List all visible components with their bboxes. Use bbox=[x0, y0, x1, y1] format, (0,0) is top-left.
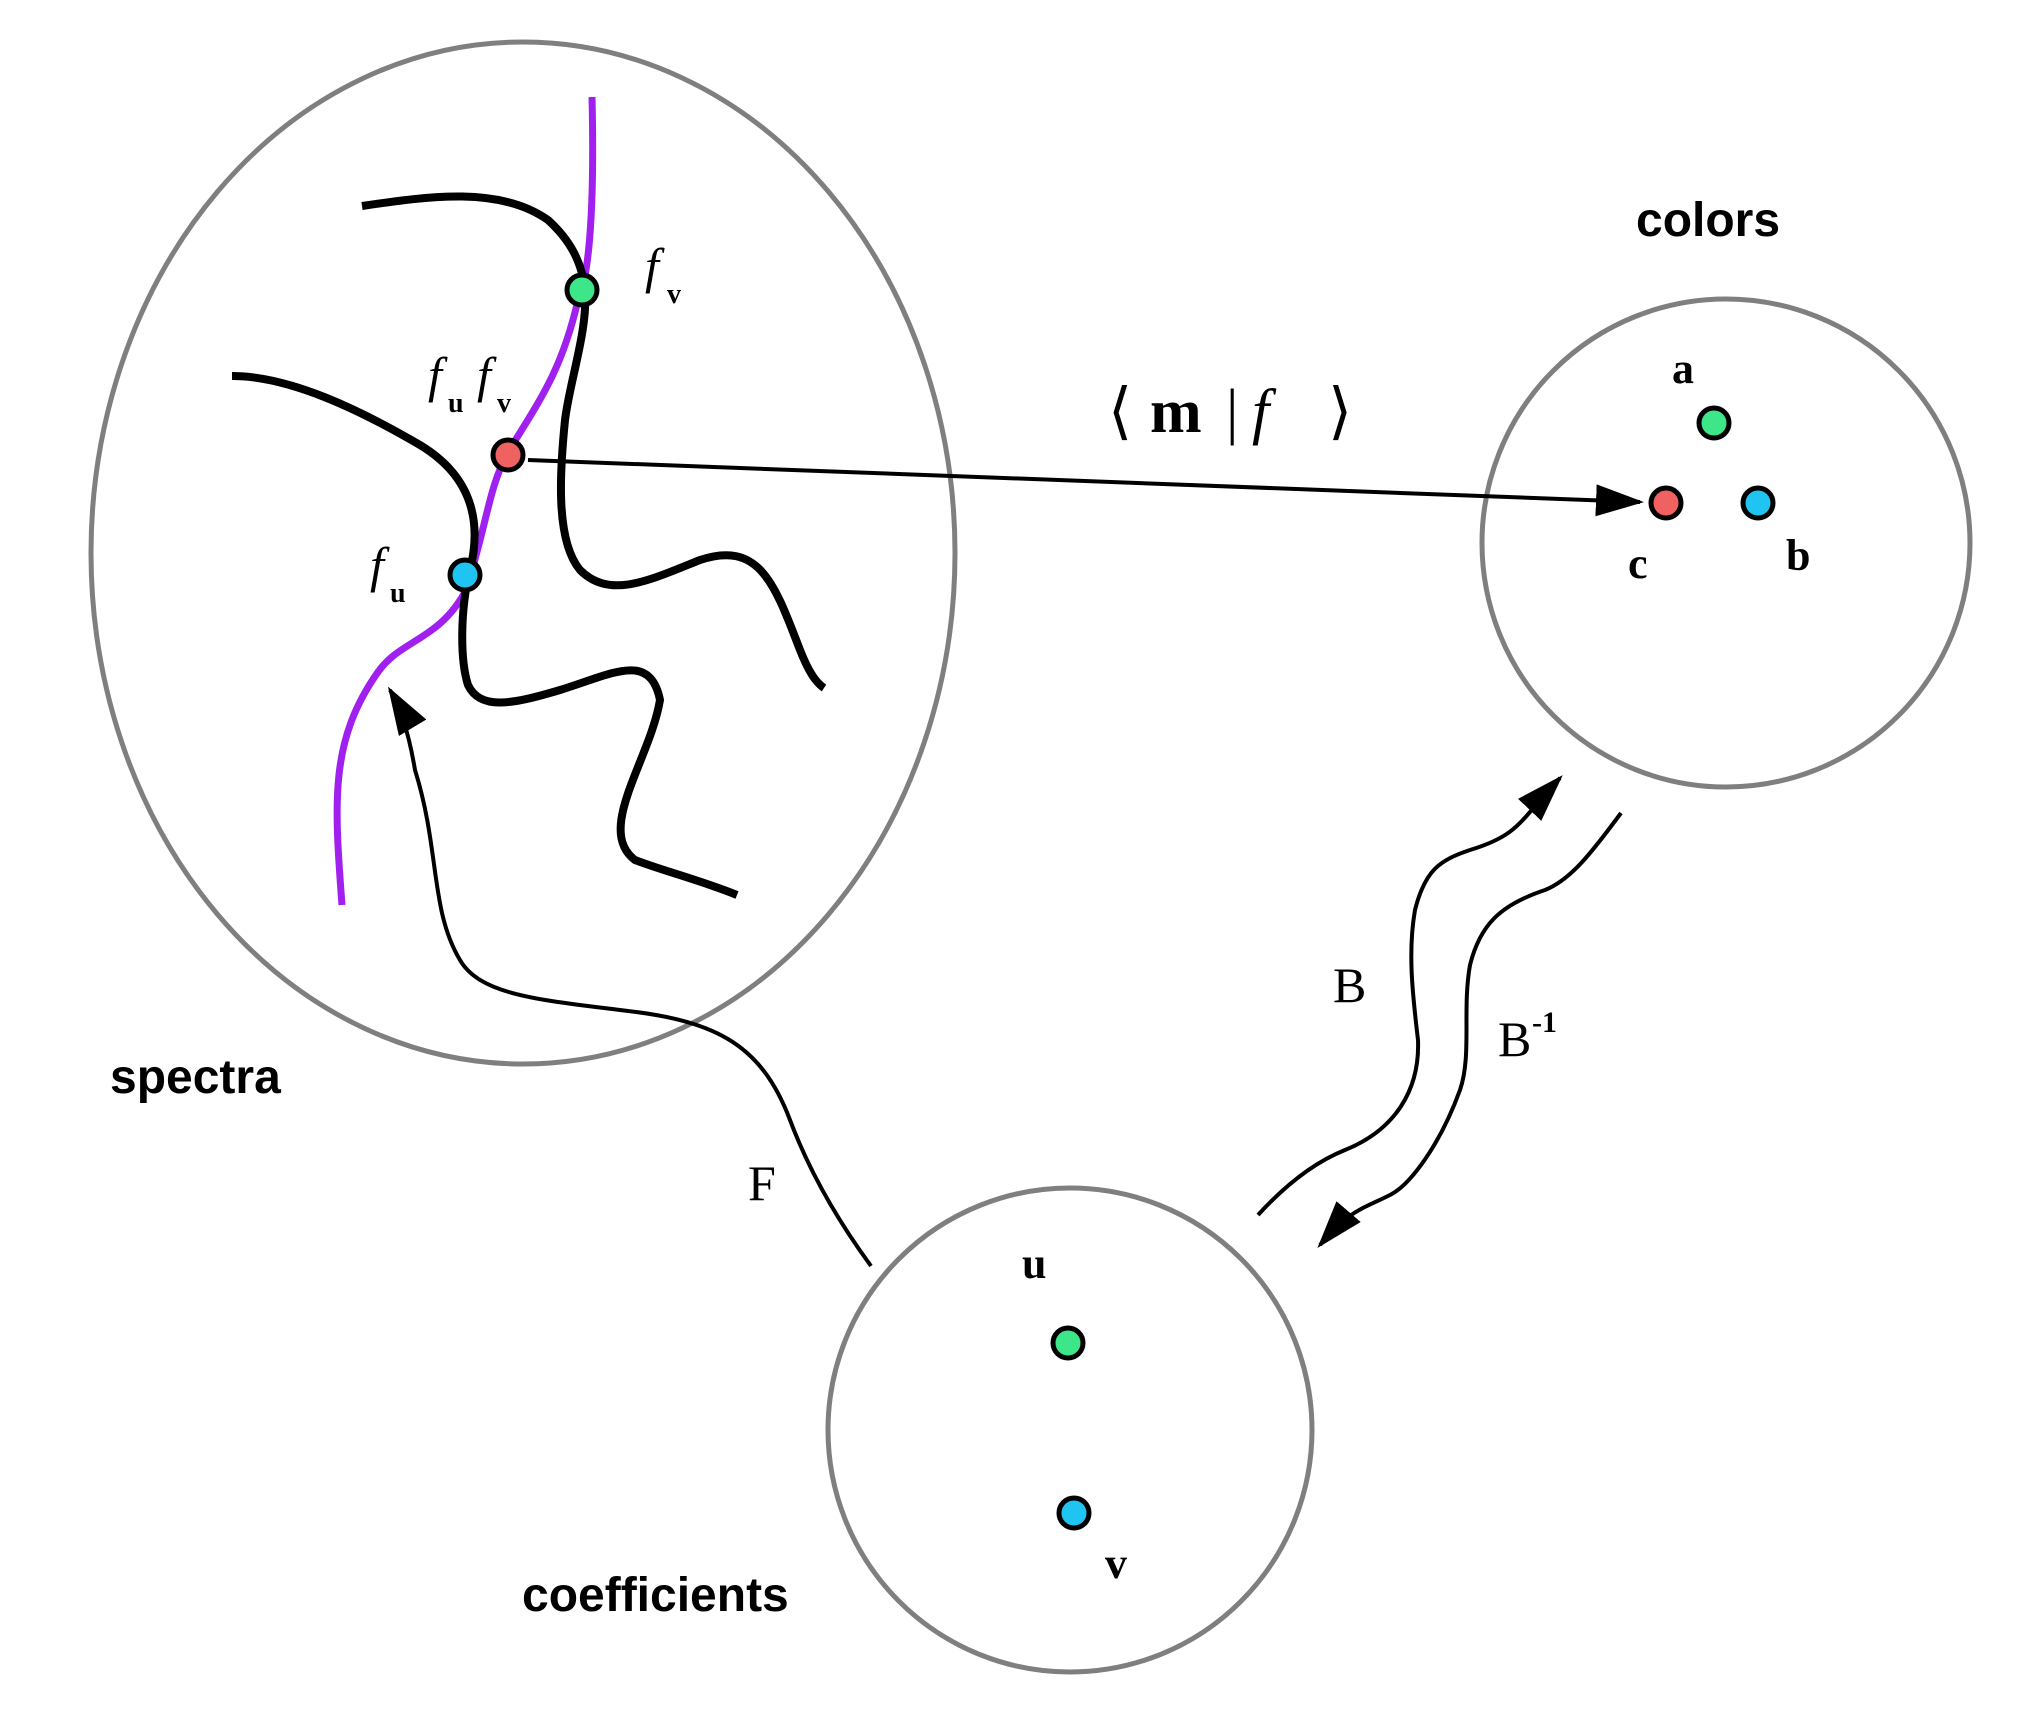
spectrum-point-fv bbox=[564, 272, 600, 308]
color-label-a: a bbox=[1672, 344, 1694, 393]
inner-product-m: m bbox=[1150, 378, 1202, 446]
inner-product-bar: | bbox=[1226, 378, 1238, 446]
B-inverse-arrow bbox=[1317, 811, 1623, 1249]
black-spectral-curve-lower bbox=[231, 372, 739, 899]
fu-label-sub: u bbox=[390, 578, 406, 609]
black-spectral-curve-upper bbox=[361, 192, 827, 692]
fufv-label-sub-u: u bbox=[448, 388, 464, 419]
B-arrow bbox=[1256, 775, 1563, 1217]
measurement-arrow bbox=[527, 458, 1644, 517]
colors-set-circle bbox=[1479, 296, 1973, 790]
fufv-label-f1: f bbox=[428, 347, 448, 403]
color-point-a bbox=[1696, 405, 1732, 441]
coefficient-label-v: v bbox=[1105, 1539, 1127, 1588]
fufv-label-f2: f bbox=[477, 347, 497, 403]
fufv-label-sub-v: v bbox=[497, 388, 511, 419]
spectra-set-ellipse bbox=[88, 39, 958, 1067]
colors-label: colors bbox=[1636, 194, 1780, 247]
inner-product-open: ⟨ bbox=[1108, 378, 1132, 446]
fv-label-f: f bbox=[645, 238, 665, 294]
spectra-label: spectra bbox=[110, 1051, 281, 1104]
spectrum-point-fufv bbox=[490, 437, 526, 473]
inner-product-close: ⟩ bbox=[1328, 378, 1352, 446]
spectrum-point-fu bbox=[447, 557, 483, 593]
coefficient-point-u bbox=[1050, 1325, 1086, 1361]
color-label-c: c bbox=[1628, 539, 1648, 588]
fv-label-sub: v bbox=[667, 279, 681, 310]
fu-label-f: f bbox=[370, 537, 390, 593]
B-inverse-superscript: -1 bbox=[1532, 1006, 1557, 1039]
coefficients-label: coefficients bbox=[522, 1569, 789, 1622]
F-arrow bbox=[387, 686, 873, 1268]
color-point-c bbox=[1648, 485, 1684, 521]
coefficients-set-circle bbox=[825, 1185, 1315, 1675]
color-label-b: b bbox=[1786, 531, 1810, 580]
coefficient-label-u: u bbox=[1022, 1239, 1046, 1288]
color-point-b bbox=[1740, 485, 1776, 521]
B-inverse-map-label: B bbox=[1498, 1011, 1531, 1067]
B-map-label: B bbox=[1333, 957, 1366, 1013]
inner-product-f: f bbox=[1252, 378, 1277, 446]
coefficient-point-v bbox=[1056, 1495, 1092, 1531]
F-map-label: F bbox=[748, 1155, 776, 1211]
